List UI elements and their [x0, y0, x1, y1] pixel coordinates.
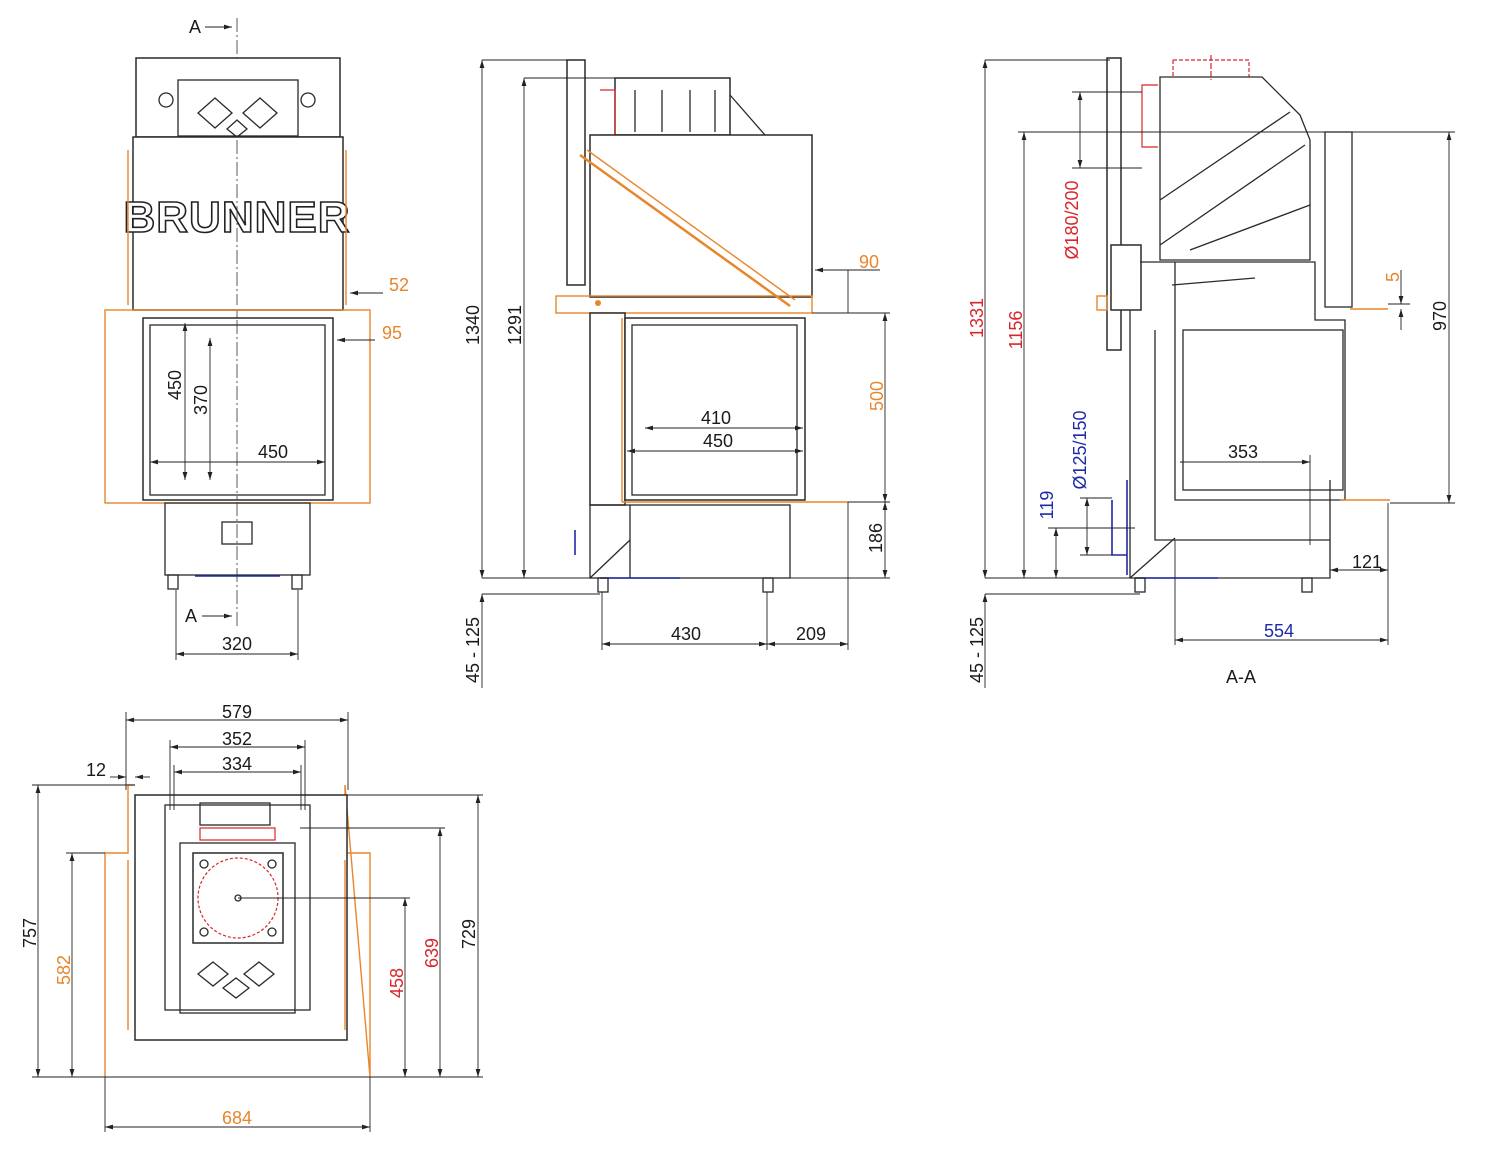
- dim-320: 320: [222, 634, 252, 654]
- dim-639: 639: [422, 938, 442, 968]
- dim-579: 579: [222, 702, 252, 722]
- dim-flue-top: Ø180/200: [1062, 180, 1082, 259]
- dim-12: 12: [86, 760, 106, 780]
- dim-970: 970: [1430, 301, 1450, 331]
- section-view: 1331 1156 Ø180/200 Ø125/150 119 5 970 35…: [967, 55, 1455, 688]
- side-view: 1340 1291 45 - 125 90 500 186 410 450 43…: [463, 59, 890, 688]
- dim-334: 334: [222, 754, 252, 774]
- stove-body-side: [589, 134, 813, 298]
- stove-body: [132, 136, 344, 311]
- vent-diamonds-top-icon: [196, 961, 276, 999]
- dim-flue-rear: Ø125/150: [1070, 410, 1090, 489]
- section-marker-bottom: A: [185, 606, 197, 626]
- dim-450-width: 450: [258, 442, 288, 462]
- dim-352: 352: [222, 729, 252, 749]
- dim-500: 500: [867, 381, 887, 411]
- dim-729: 729: [459, 919, 479, 949]
- base-box: [164, 502, 311, 576]
- rear-post: [566, 59, 586, 286]
- dim-757: 757: [20, 918, 40, 948]
- dim-feet-height: 45 - 125: [463, 617, 483, 683]
- dim-450-height: 450: [165, 370, 185, 400]
- dim-684: 684: [222, 1108, 252, 1128]
- dim-5: 5: [1383, 272, 1403, 282]
- brand-logo: BRUNNER: [124, 193, 351, 242]
- glass-door-side: [624, 317, 806, 501]
- firebox-door: [142, 317, 334, 501]
- dim-370: 370: [191, 385, 211, 415]
- dim-1156: 1156: [1006, 311, 1026, 350]
- dim-119: 119: [1037, 491, 1057, 520]
- dim-52: 52: [389, 275, 409, 295]
- dim-458: 458: [387, 968, 407, 998]
- firebox-section: [1182, 329, 1344, 491]
- dim-186: 186: [866, 523, 886, 553]
- orange-mounting-bar: [555, 295, 813, 314]
- dim-feet-height-section: 45 - 125: [967, 617, 987, 683]
- dim-554: 554: [1264, 621, 1294, 641]
- front-view: A A BRUNNER 52 95 450 370 450: [104, 17, 409, 660]
- convection-box: [135, 57, 341, 138]
- door-rod: [579, 153, 791, 308]
- section-marker-top: A: [189, 17, 201, 37]
- dim-430: 430: [671, 624, 701, 644]
- section-title: A-A: [1226, 667, 1256, 687]
- dim-209: 209: [796, 624, 826, 644]
- dim-1291: 1291: [505, 305, 525, 345]
- dim-582: 582: [54, 955, 74, 985]
- top-view: 579 352 334 12 757 582 458 639 729 684: [20, 702, 483, 1132]
- dim-1340: 1340: [463, 305, 483, 345]
- dim-95: 95: [382, 323, 402, 343]
- dim-121: 121: [1352, 552, 1382, 572]
- dim-353: 353: [1228, 442, 1258, 462]
- dim-90: 90: [859, 252, 879, 272]
- dim-1331: 1331: [967, 298, 987, 338]
- dim-410: 410: [701, 408, 731, 428]
- dim-450-depth: 450: [703, 431, 733, 451]
